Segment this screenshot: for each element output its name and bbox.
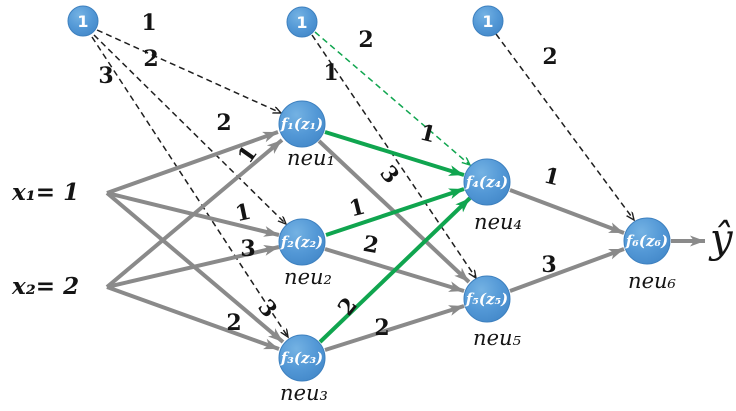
neu3-func-label: f₃(z₃) [280, 349, 323, 367]
neu4-circle [463, 158, 511, 206]
neu5-circle [463, 275, 511, 323]
edge-neu3-neu4 [318, 196, 472, 344]
edge-bias2-neu4 [314, 31, 470, 165]
weight-neu4-neu6: 1 [541, 163, 562, 192]
edge-x2-neu2 [106, 245, 280, 289]
neu3-name-label: neu₃ [280, 381, 328, 405]
edge-x1-neu1 [106, 130, 279, 195]
neu1-name-label: neu₁ [287, 146, 335, 170]
neu4-name-label: neu₄ [474, 210, 522, 234]
edge-bias3-neu6 [495, 33, 634, 220]
weight-bias3-neu6: 2 [542, 44, 557, 70]
bias2-label: 1 [296, 13, 307, 32]
weight-neu1-neu4: 1 [417, 120, 438, 149]
neu1-func-label: f₁(z₁) [280, 115, 323, 133]
neu4-func-label: f₄(z₄) [465, 173, 508, 191]
input-x1-label: x₁= 1 [11, 179, 79, 206]
weight-neu1-neu5: 3 [374, 160, 404, 188]
neu5-func-label: f₅(z₅) [465, 290, 508, 308]
bias3-label: 1 [482, 12, 493, 31]
weight-neu3-neu5: 2 [374, 315, 389, 341]
weight-bias2-neu5: 1 [323, 60, 338, 86]
bias3-circle [472, 5, 504, 37]
weight-x1-neu1: 2 [216, 110, 231, 136]
edge-neu3-neu5 [324, 304, 465, 352]
neu5-name-label: neu₅ [473, 326, 521, 350]
edge-bias1-neu1 [96, 29, 281, 113]
edge-neu4-neu6 [509, 188, 625, 235]
weight-x2-neu3: 2 [226, 310, 241, 336]
edge-neu1-neu4 [324, 130, 465, 177]
neu3-circle [278, 334, 326, 382]
node-bias2: 1 [286, 6, 318, 38]
weight-neu2-neu4: 1 [347, 194, 368, 223]
weight-x2-neu2: 3 [240, 236, 255, 262]
weight-bias1-neu1: 1 [141, 10, 156, 36]
edge-x2-neu1 [105, 138, 284, 289]
weight-neu3-neu4: 2 [333, 293, 363, 321]
node-neu3: f₃(z₃) [278, 334, 326, 382]
edge-bias1-neu2 [93, 34, 286, 224]
neu1-circle [278, 100, 326, 148]
bias1-label: 1 [77, 12, 88, 31]
bias2-circle [286, 6, 318, 38]
output-yhat-label: ŷ [708, 216, 734, 262]
edge-neu2-neu4 [325, 187, 465, 237]
input-x2-label: x₂= 2 [11, 273, 79, 300]
node-neu6: f₆(z₆) [623, 217, 671, 265]
weight-x1-neu2: 1 [233, 199, 253, 228]
node-neu2: f₂(z₂) [278, 218, 326, 266]
weight-neu2-neu5: 2 [361, 231, 381, 259]
neu6-func-label: f₆(z₆) [625, 232, 668, 250]
weight-bias1-neu2: 2 [143, 46, 158, 72]
neu6-circle [623, 217, 671, 265]
edge-x2-neu3 [106, 285, 280, 351]
neu2-circle [278, 218, 326, 266]
node-neu1: f₁(z₁) [278, 100, 326, 148]
node-bias1: 1 [67, 5, 99, 37]
neu2-func-label: f₂(z₂) [280, 233, 323, 251]
edge-neu5-neu6 [509, 247, 625, 293]
edge-bias2-neu5 [311, 34, 476, 278]
weight-neu5-neu6: 3 [541, 252, 556, 278]
neu6-name-label: neu₆ [628, 269, 676, 293]
weight-bias1-neu3: 3 [98, 63, 113, 89]
node-neu5: f₅(z₅) [463, 275, 511, 323]
bias1-circle [67, 5, 99, 37]
node-neu4: f₄(z₄) [463, 158, 511, 206]
weight-bias2-neu4: 2 [358, 27, 373, 53]
node-bias3: 1 [472, 5, 504, 37]
neu2-name-label: neu₂ [284, 265, 332, 289]
